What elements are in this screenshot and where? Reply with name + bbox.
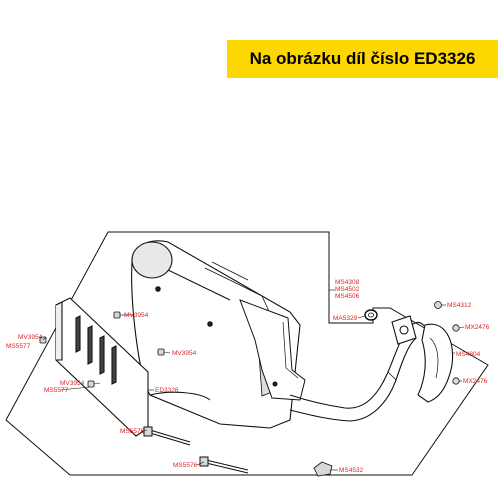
clamp-ms4532 xyxy=(313,461,333,477)
exhaust-pipe xyxy=(289,315,425,422)
label-ms4312: MS4312 xyxy=(447,302,472,309)
part-number-banner: Na obrázku díl číslo ED3326 xyxy=(227,40,498,78)
label-ms4506: MS4506 xyxy=(335,293,360,300)
label-ms5577-lower: MS5577 xyxy=(44,387,69,394)
label-ms4532: MS4532 xyxy=(339,467,364,474)
label-mv3954-top: MV3954 xyxy=(124,312,149,319)
label-ms5577-left: MS5577 xyxy=(6,343,31,350)
bolt-ms5576-a xyxy=(143,426,191,446)
banner-text: Na obrázku díl číslo ED3326 xyxy=(249,49,476,68)
label-ms4502: MS4502 xyxy=(335,286,360,293)
nut-mv3954-mid xyxy=(157,348,165,356)
mounting-bracket xyxy=(239,299,306,401)
part-labels: MS4308 MS4502 MS4506 MA5329 MS4312 MX247… xyxy=(6,279,490,474)
label-ms5576-b: MS5576 xyxy=(173,462,198,469)
gasket-hole xyxy=(368,312,374,318)
label-mx2476-bottom: MX2476 xyxy=(463,378,488,385)
label-ma5329: MA5329 xyxy=(333,315,358,322)
label-ms4308: MS4308 xyxy=(335,279,360,286)
label-mv3954-mid: MV3954 xyxy=(172,350,197,357)
label-ms5576-a: MS5576 xyxy=(120,428,145,435)
bolt-mx2476-top xyxy=(452,324,460,332)
bolt-mx2476-bottom xyxy=(452,377,460,385)
bolt-ms4312 xyxy=(434,301,442,309)
label-mx2476-top: MX2476 xyxy=(465,324,490,331)
pipe-cover-ms4804 xyxy=(417,323,454,403)
nut-mv3954-top xyxy=(113,311,121,319)
label-mv3954-left: MV3954 xyxy=(18,334,43,341)
label-mv3954-lower: MV3954 xyxy=(60,380,85,387)
assembly-frame xyxy=(5,231,489,476)
leader-lines xyxy=(42,289,465,471)
nut-mv3954-lower xyxy=(87,380,95,388)
label-ed3326: ED3326 xyxy=(155,387,179,394)
bolt-ms5576-b xyxy=(199,456,249,474)
label-ms4804: MS4804 xyxy=(456,351,481,358)
heat-shield-ed3326 xyxy=(55,297,149,437)
